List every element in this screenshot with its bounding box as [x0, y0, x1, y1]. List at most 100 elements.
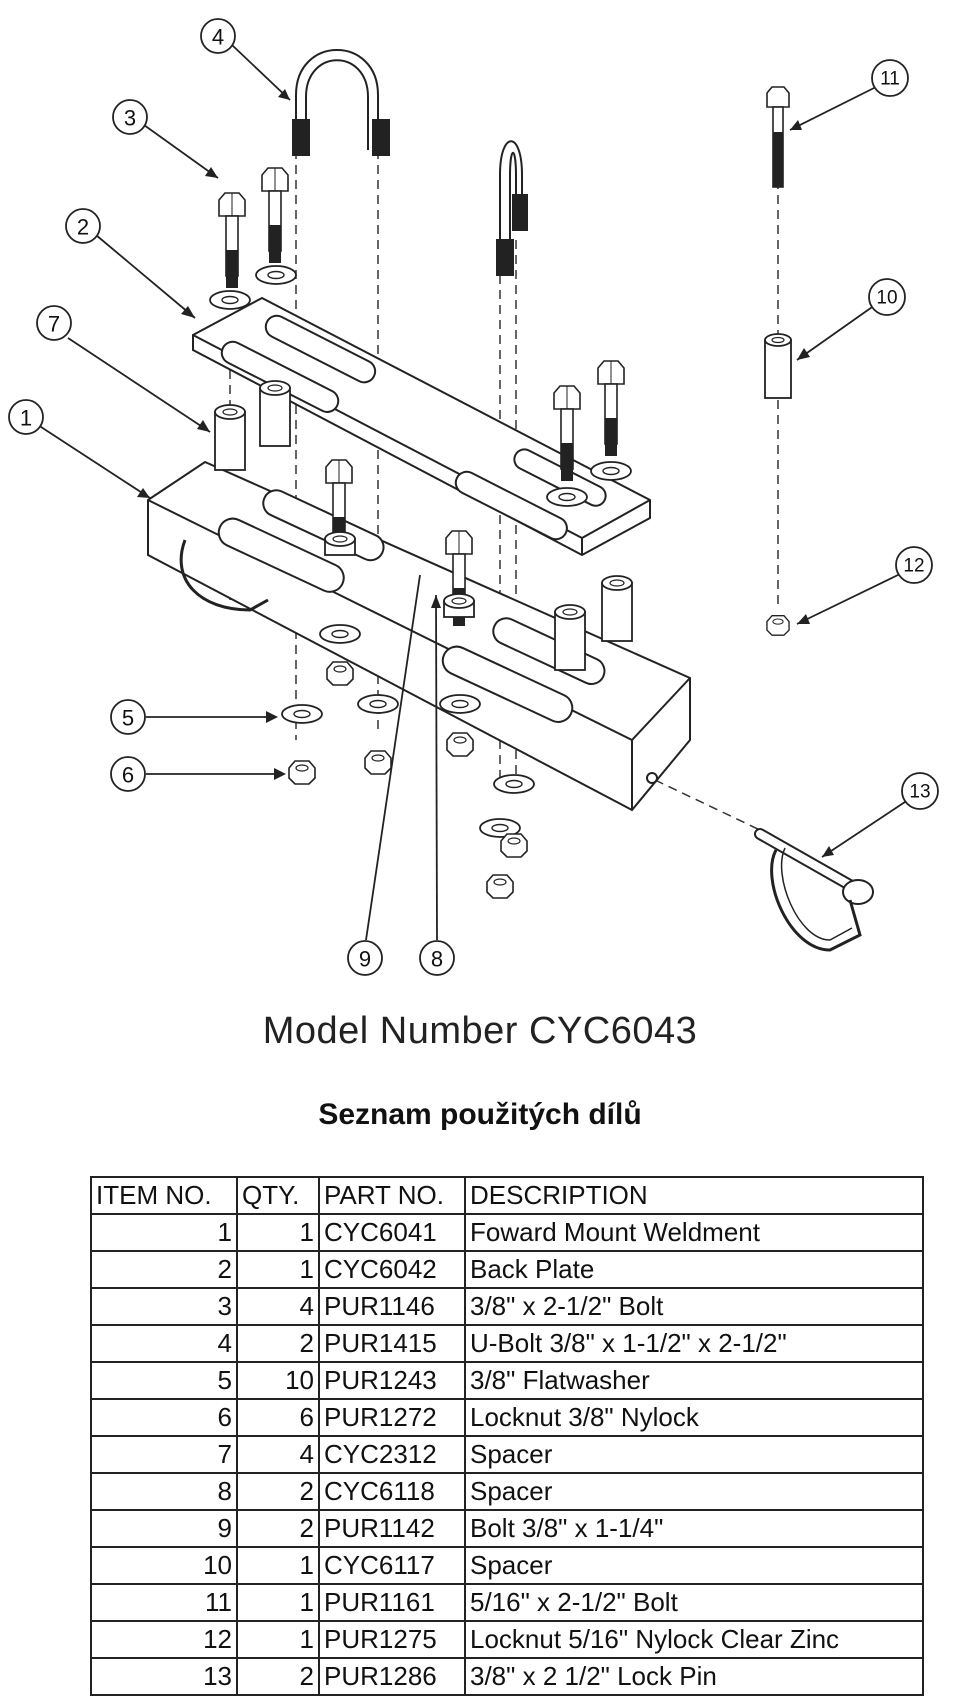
cell-qty: 10	[236, 1361, 320, 1400]
cell-part-no: PUR1272	[318, 1398, 466, 1437]
bolt-3-b	[261, 167, 289, 264]
callout-13-label: 13	[909, 782, 930, 803]
cell-description: 5/16" x 2-1/2" Bolt	[464, 1583, 924, 1622]
spacer-10	[764, 333, 792, 399]
washer-under-d	[493, 774, 535, 794]
washer-top-a	[209, 290, 251, 310]
locknut-e	[486, 874, 514, 899]
callout-2-label: 2	[77, 215, 89, 240]
u-bolt-large	[292, 49, 390, 156]
callout-arrowheads	[137, 89, 834, 857]
washer-under-a	[319, 624, 361, 644]
parts-list-heading: Seznam použitých dílů	[318, 1098, 642, 1131]
lock-pin	[754, 828, 874, 952]
washer-top-d	[590, 461, 632, 481]
cell-item-no: 12	[90, 1620, 238, 1659]
cell-qty: 2	[236, 1657, 320, 1696]
cell-part-no: PUR1161	[318, 1583, 466, 1622]
cell-qty: 1	[236, 1250, 320, 1289]
callout-11-label: 11	[880, 69, 900, 90]
cell-item-no: 4	[90, 1324, 238, 1363]
washer-top-c	[546, 487, 588, 507]
callout-6	[110, 756, 146, 792]
cell-qty: 2	[236, 1324, 320, 1363]
cell-item-no: 11	[90, 1583, 238, 1622]
callout-7	[36, 305, 72, 341]
cell-qty: 1	[236, 1583, 320, 1622]
callout-numbers: 1 2 3 4 5 6 7 8 9 10 11 12 13	[20, 25, 931, 972]
locknut-item12	[766, 614, 790, 636]
cell-part-no: PUR1243	[318, 1361, 466, 1400]
callout-9-label: 9	[359, 947, 371, 972]
cell-item-no: 9	[90, 1509, 238, 1548]
bolt-11	[766, 86, 790, 188]
callout-2	[65, 208, 101, 244]
washer-top-b	[255, 265, 297, 285]
cell-description: Foward Mount Weldment	[464, 1213, 924, 1252]
cell-qty: 2	[236, 1509, 320, 1548]
cell-description: 3/8" Flatwasher	[464, 1361, 924, 1400]
locknut-d	[500, 833, 528, 858]
locknut-a	[326, 661, 354, 686]
cell-qty: 1	[236, 1546, 320, 1585]
spacer-7-a	[214, 404, 246, 471]
header-part-no: PART NO.	[318, 1176, 466, 1215]
cell-qty: 6	[236, 1398, 320, 1437]
header-item-no: ITEM NO.	[90, 1176, 238, 1215]
callout-1	[8, 399, 44, 435]
callout-5	[110, 699, 146, 735]
callout-9	[347, 940, 383, 976]
callout-3	[112, 99, 148, 135]
bolt-3-a	[218, 192, 246, 289]
callout-4-label: 4	[212, 25, 224, 50]
cell-description: U-Bolt 3/8" x 1-1/2" x 2-1/2"	[464, 1324, 924, 1363]
cell-part-no: PUR1415	[318, 1324, 466, 1363]
cell-description: Locknut 3/8" Nylock	[464, 1398, 924, 1437]
callout-12-label: 12	[903, 556, 924, 577]
cell-qty: 4	[236, 1287, 320, 1326]
cell-description: Spacer	[464, 1472, 924, 1511]
spacer-8-a	[324, 531, 356, 556]
locknut-b	[364, 750, 392, 775]
spacer-7-c	[554, 604, 586, 671]
callout-13	[901, 772, 939, 810]
cell-part-no: CYC6118	[318, 1472, 466, 1511]
cell-description: Locknut 5/16" Nylock Clear Zinc	[464, 1620, 924, 1659]
cell-item-no: 10	[90, 1546, 238, 1585]
cell-qty: 2	[236, 1472, 320, 1511]
cell-qty: 1	[236, 1620, 320, 1659]
model-title: Model Number CYC6043	[262, 1010, 698, 1052]
exploded-assembly-diagram: 1 2 3 4 5 6 7 8 9 10 11 12 13	[8, 18, 939, 976]
header-description: DESCRIPTION	[464, 1176, 924, 1215]
locknut-c	[446, 732, 474, 757]
header-qty: QTY.	[236, 1176, 320, 1215]
cell-item-no: 8	[90, 1472, 238, 1511]
cell-item-no: 5	[90, 1361, 238, 1400]
back-plate	[192, 296, 651, 557]
cell-item-no: 3	[90, 1287, 238, 1326]
bolt-3-d	[597, 360, 625, 457]
washer-under-c	[439, 694, 481, 714]
callout-10	[868, 278, 906, 316]
callout-7-label: 7	[48, 312, 60, 337]
cell-item-no: 6	[90, 1398, 238, 1437]
cell-qty: 1	[236, 1213, 320, 1252]
cell-part-no: CYC2312	[318, 1435, 466, 1474]
callout-11	[871, 59, 909, 97]
callout-6-label: 6	[122, 763, 134, 788]
callout-3-label: 3	[124, 106, 136, 131]
callout-8-label: 8	[431, 947, 443, 972]
cell-description: Spacer	[464, 1435, 924, 1474]
cell-description: Bolt 3/8" x 1-1/4"	[464, 1509, 924, 1548]
